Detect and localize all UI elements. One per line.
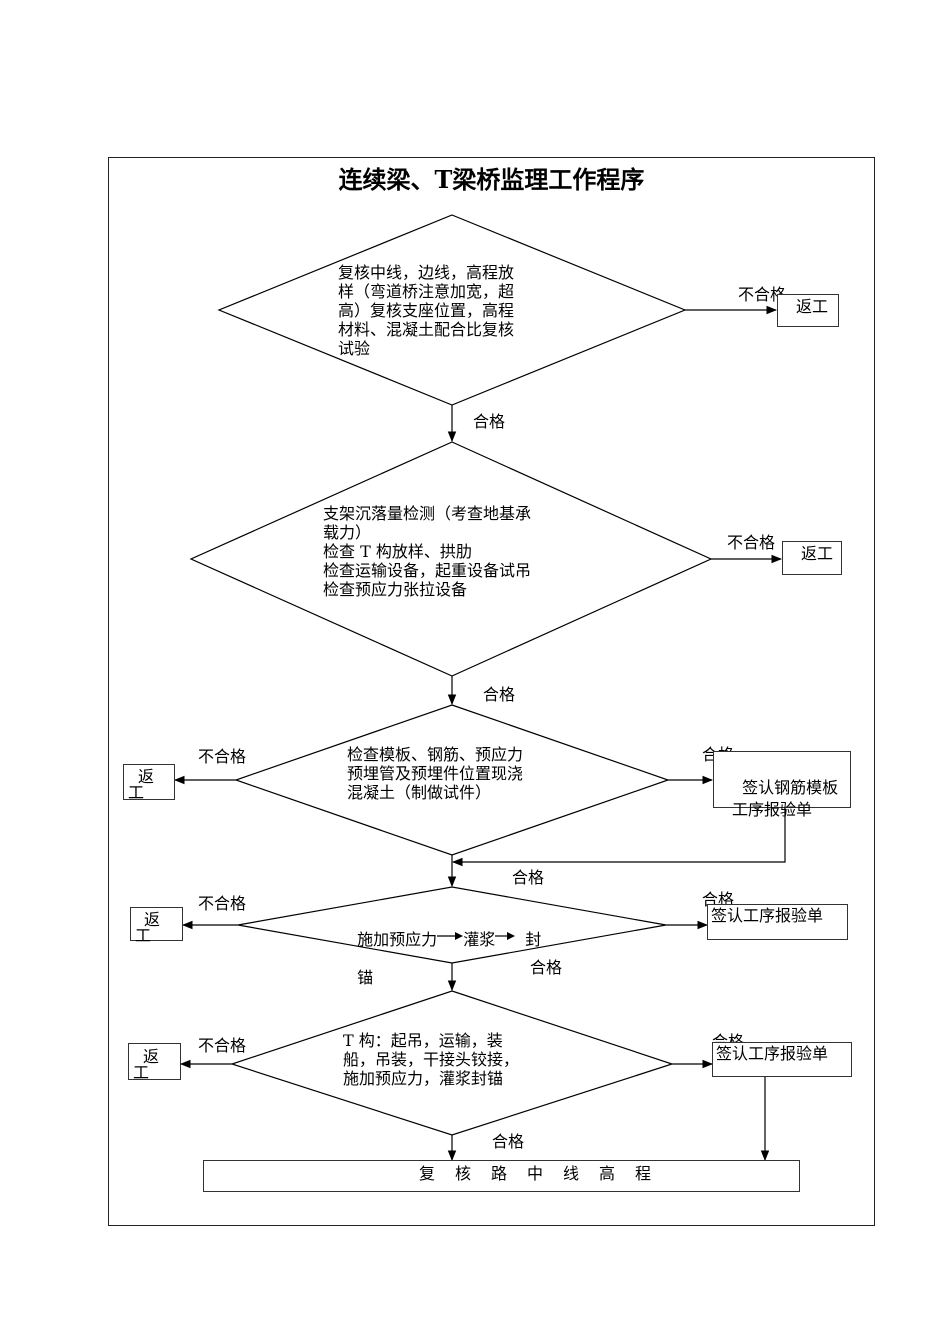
step-5-pass-label: 合格 — [492, 1132, 525, 1151]
step-4-pass-label: 合格 — [530, 958, 563, 977]
step-4-text-part2: 灌浆 — [463, 930, 496, 949]
sign-box-3: 签认钢筋模板 工序报验单 — [713, 751, 851, 819]
rework-box-5-line1: 返 — [143, 1047, 160, 1066]
final-step-label: 复 核 路 中 线 高 程 — [419, 1164, 654, 1183]
step-3-fail-label: 不合格 — [198, 747, 247, 766]
step-1-pass-label: 合格 — [473, 412, 506, 431]
sign-box-5-label: 签认工序报验单 — [716, 1044, 829, 1063]
rework-box-4-line1: 返 — [144, 910, 161, 929]
step-5-text: T 构：起吊，运输，装 船，吊装，干接头铰接， 施加预应力，灌浆封锚 — [343, 1031, 520, 1088]
inline-arrow-icon — [437, 926, 464, 945]
inline-arrow-icon — [495, 926, 516, 945]
rework-box-2: 返工 — [782, 541, 842, 575]
sign-box-4: 签认工序报验单 — [707, 904, 848, 940]
step-1-fail-label: 不合格 — [738, 285, 787, 304]
rework-box-3-line2: 工 — [128, 783, 145, 802]
diagram-title: 连续梁、T梁桥监理工作程序 — [338, 165, 645, 194]
rework-box-5: 返 工 — [128, 1043, 181, 1082]
rework-box-4-line2: 工 — [135, 926, 152, 945]
step-4-fail-label: 不合格 — [198, 894, 247, 913]
step-2-pass-label: 合格 — [483, 685, 516, 704]
step-4-text: 施加预应力 灌浆 封 锚 — [347, 911, 541, 987]
rework-box-2-label: 返工 — [801, 544, 834, 563]
step-2-text: 支架沉落量检测（考查地基承 载力） 检查 T 构放样、拱肋 检查运输设备，起重设… — [323, 504, 532, 599]
step-1-text: 复核中线，边线，高程放 样（弯道桥注意加宽，超 高）复核支座位置，高程 材料、混… — [338, 263, 515, 358]
final-step-box: 复 核 路 中 线 高 程 — [203, 1160, 800, 1192]
rework-box-3-line1: 返 — [138, 767, 155, 786]
step-2-fail-label: 不合格 — [727, 533, 776, 552]
step-4-text-part3: 封 — [525, 930, 542, 949]
diagram-frame — [108, 157, 875, 1226]
rework-box-5-line2: 工 — [133, 1063, 150, 1082]
step-3-text: 检查模板、钢筋、预应力 预埋管及预埋件位置现浇 混凝土（制做试件） — [347, 745, 524, 802]
return-line-3 — [451, 808, 786, 867]
sign-box-3-label: 签认钢筋模板 工序报验单 — [732, 778, 839, 819]
sign-box-5: 签认工序报验单 — [712, 1042, 852, 1077]
rework-box-3: 返 工 — [123, 764, 175, 802]
step-5-fail-label: 不合格 — [198, 1036, 247, 1055]
rework-box-4: 返 工 — [130, 907, 183, 945]
rework-box-1-label: 返工 — [796, 297, 829, 316]
step-4-text-line2: 锚 — [357, 968, 374, 987]
sign-box-4-label: 签认工序报验单 — [711, 906, 824, 925]
rework-box-1: 返工 — [777, 294, 839, 327]
step-4-text-part1: 施加预应力 — [357, 930, 438, 949]
step-3-pass-label: 合格 — [512, 868, 545, 887]
